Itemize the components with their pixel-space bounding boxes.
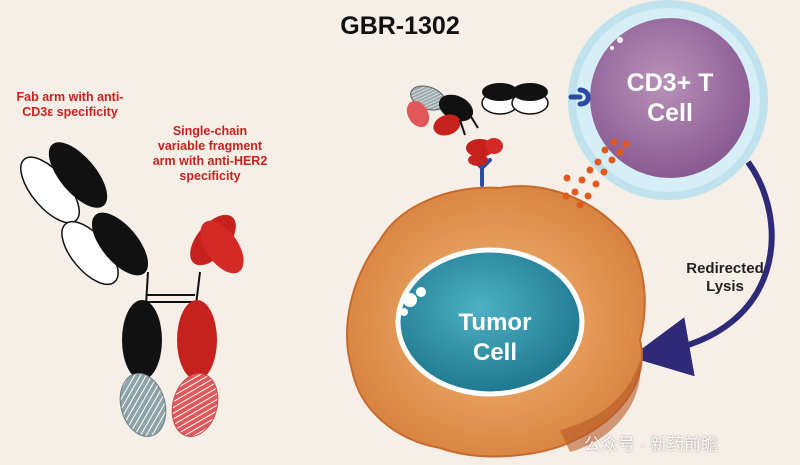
- scfv-arm-label: Single-chain variable fragment arm with …: [152, 124, 268, 183]
- fab-arm-label: Fab arm with anti-CD3ε specificity: [16, 90, 124, 119]
- fc-ch2-red: [177, 300, 217, 380]
- t-cell-label: CD3+ T Cell: [626, 69, 714, 127]
- nucleus-highlight-2: [416, 287, 426, 297]
- cd3-receptor-icon: [568, 87, 591, 107]
- fc-ch2-black: [122, 300, 162, 380]
- redirected-lysis-arrow: [630, 160, 775, 377]
- fc-ch3-grey: [119, 373, 167, 437]
- hinge-right: [195, 271, 201, 306]
- hinge-left: [145, 271, 149, 306]
- tumor-cell-graphic: [346, 185, 646, 458]
- fab-heavy-chain-lower: [91, 212, 149, 276]
- redirected-lysis-label: Redirected Lysis: [686, 260, 764, 295]
- scfv-domain-b: [200, 220, 244, 274]
- t-cell-body: [590, 18, 750, 178]
- watermark: 公众号 · 新药前瞻: [584, 435, 719, 454]
- bispecific-antibody-small: [406, 83, 549, 166]
- antibody-structure: [20, 142, 244, 437]
- nucleus-highlight-1: [403, 293, 417, 307]
- nucleus-highlight-3: [400, 308, 408, 316]
- tumor-cell-label: Tumor Cell: [458, 309, 532, 366]
- tumor-nucleus: [395, 247, 585, 397]
- diagram-title: GBR-1302: [340, 12, 460, 40]
- fc-ch3-pink: [171, 373, 219, 437]
- t-cell-dot: [610, 46, 614, 50]
- cytotoxic-granules: [562, 138, 630, 209]
- fab-heavy-chain-upper: [48, 142, 108, 208]
- tumor-cell-shadow: [560, 360, 641, 452]
- t-cell-dot: [617, 37, 623, 43]
